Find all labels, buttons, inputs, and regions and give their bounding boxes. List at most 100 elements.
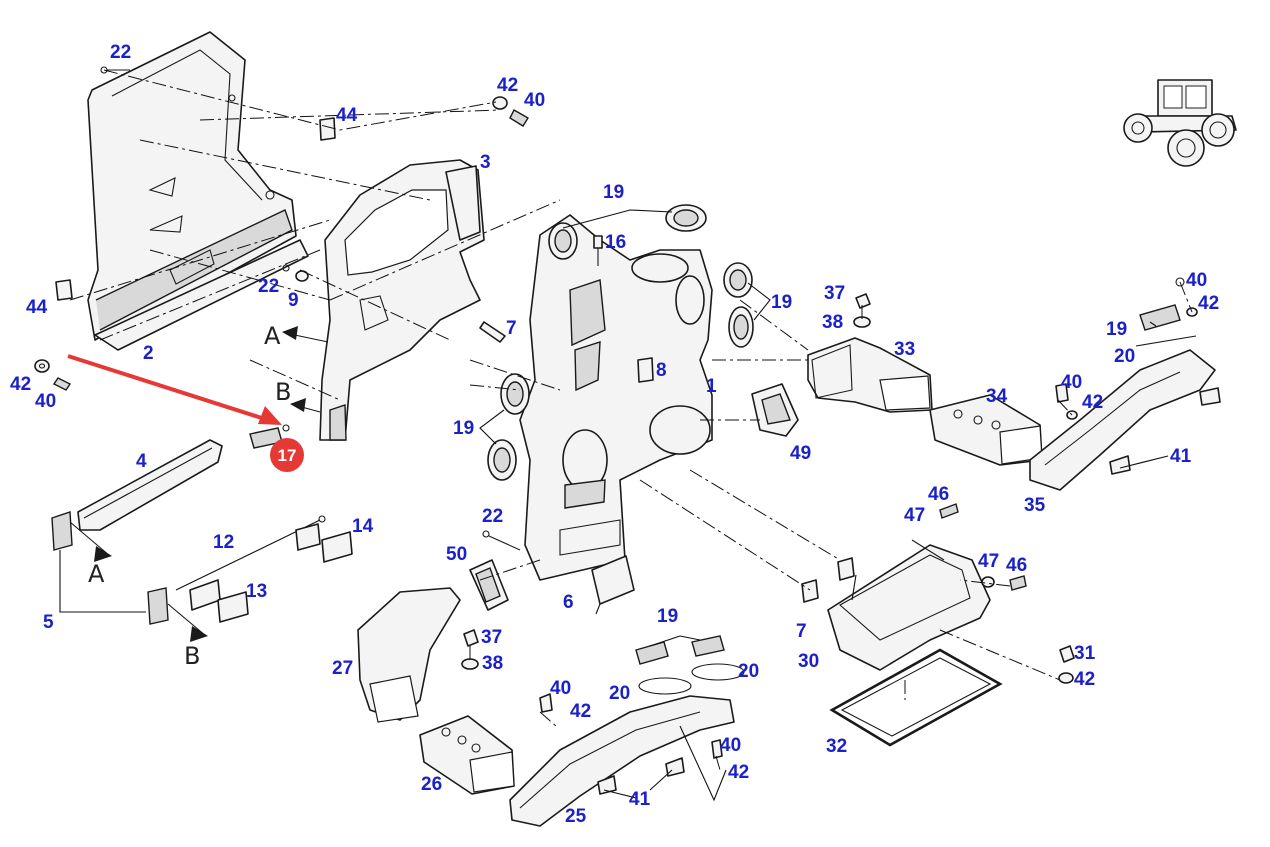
callout-19[interactable]: 19 [657,606,678,627]
callout-8[interactable]: 8 [656,360,667,381]
callout-22[interactable]: 22 [482,506,503,527]
callout-40[interactable]: 40 [35,391,56,412]
callout-34[interactable]: 34 [986,386,1008,407]
leader-lines [479,209,1169,802]
part-5-hinge-lower [147,587,207,637]
clip-8 [637,357,654,383]
washer-42-left [34,359,72,391]
callout-12[interactable]: 12 [213,532,234,553]
vent-19-right-a [723,262,753,298]
callout-2[interactable]: 2 [143,343,154,364]
callout-44[interactable]: 44 [336,105,358,126]
callout-26[interactable]: 26 [421,774,442,795]
part-1-center-panel [519,214,713,581]
callout-4[interactable]: 4 [136,451,147,472]
callout-25[interactable]: 25 [565,806,587,827]
part-35-right-duct [1029,277,1221,491]
callout-46[interactable]: 46 [1006,555,1027,576]
part-4-trim-strip [77,439,223,531]
callout-40[interactable]: 40 [524,90,545,111]
callout-47[interactable]: 47 [904,505,925,526]
vent-19-left-b [487,439,517,481]
assembly-lines [69,69,1193,771]
callout-31[interactable]: 31 [1074,643,1096,664]
callout-19[interactable]: 19 [1106,319,1127,340]
bolt-16 [593,235,603,266]
callout-3[interactable]: 3 [480,152,491,173]
nut-31-washer-42 [1058,645,1075,684]
callout-14[interactable]: 14 [352,516,374,537]
callout-50[interactable]: 50 [446,544,467,565]
washer-42-top [492,96,529,127]
callout-16[interactable]: 16 [605,232,626,253]
callout-49[interactable]: 49 [790,443,811,464]
callout-41[interactable]: 41 [629,789,651,810]
callout-35[interactable]: 35 [1024,495,1046,516]
callout-42[interactable]: 42 [1082,392,1103,413]
callout-9[interactable]: 9 [288,290,299,311]
part-12-rod [175,515,326,591]
highlight-badge-17[interactable]: 17 [270,438,304,472]
callout-40[interactable]: 40 [1061,372,1082,393]
callout-20[interactable]: 20 [1114,346,1135,367]
part-49-seal [751,383,799,437]
view-letter-b-bottom: B [184,642,200,670]
highlight-arrow [67,354,282,425]
callout-38[interactable]: 38 [822,312,843,333]
callout-38[interactable]: 38 [482,653,503,674]
callout-41[interactable]: 41 [1170,446,1192,467]
callout-44[interactable]: 44 [26,297,48,318]
callout-42[interactable]: 42 [497,75,518,96]
callout-22[interactable]: 22 [110,42,131,63]
clip-7-upper [479,321,506,343]
part-34-duct-adapter [929,394,1043,466]
nut-37-washer-38-right [853,293,871,328]
callout-42[interactable]: 42 [1198,293,1219,314]
view-letter-b-top: B [275,378,291,406]
callout-20[interactable]: 20 [609,683,630,704]
callout-19[interactable]: 19 [453,418,474,439]
part-13-plate [189,579,249,623]
bracket-44-left [55,279,73,301]
callout-32[interactable]: 32 [826,736,847,757]
callout-33[interactable]: 33 [894,339,915,360]
callout-27[interactable]: 27 [332,658,353,679]
clip-44-top [319,117,336,141]
callout-19[interactable]: 19 [603,182,624,203]
callout-37[interactable]: 37 [824,283,845,304]
callout-42[interactable]: 42 [570,701,591,722]
callout-40[interactable]: 40 [720,735,741,756]
view-letter-a-bottom: A [88,560,105,588]
callout-42[interactable]: 42 [728,762,749,783]
callout-37[interactable]: 37 [481,627,502,648]
part-3-rear-trim-panel [319,159,485,441]
callout-47[interactable]: 47 [978,551,999,572]
callout-7[interactable]: 7 [506,318,517,339]
callout-13[interactable]: 13 [246,581,267,602]
callout-46[interactable]: 46 [928,484,949,505]
part-33-duct-elbow [807,337,933,413]
part-27-duct [357,587,461,723]
callout-1[interactable]: 1 [706,376,717,397]
vent-19-right-b [728,306,754,348]
callout-30[interactable]: 30 [798,651,819,672]
svg-text:17: 17 [278,446,297,465]
callout-40[interactable]: 40 [1186,270,1207,291]
callout-22[interactable]: 22 [258,276,279,297]
part-30-duct-box [801,503,1027,671]
part-25-floor-duct [509,635,745,827]
part-2-rear-side-panel [87,31,309,351]
callout-6[interactable]: 6 [563,592,574,613]
part-32-seal-frame [829,648,1003,747]
callout-20[interactable]: 20 [738,661,759,682]
fastener-9 [282,264,309,282]
callout-42[interactable]: 42 [10,374,31,395]
callout-7[interactable]: 7 [796,621,807,642]
vent-19-top-right [665,204,707,232]
callout-19[interactable]: 19 [771,292,792,313]
nut-37-washer-38-left [461,629,479,670]
callout-5[interactable]: 5 [43,612,54,633]
callout-42[interactable]: 42 [1074,669,1095,690]
callout-40[interactable]: 40 [550,678,571,699]
